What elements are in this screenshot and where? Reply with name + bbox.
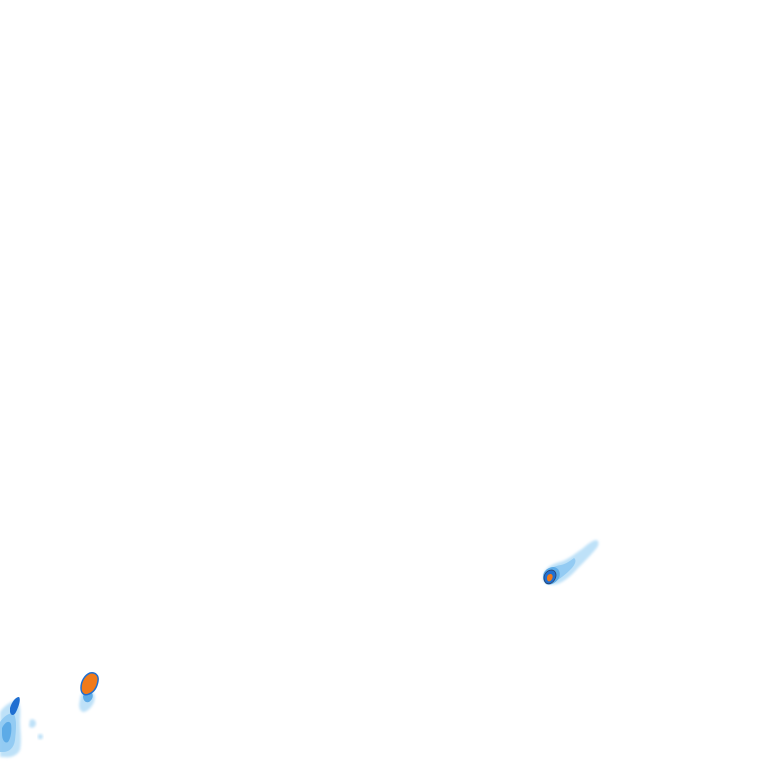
- precip-cell-southwest-edge: [0, 697, 43, 758]
- precip-core-intense: [80, 672, 99, 696]
- precip-area-light-scatter: [38, 733, 43, 740]
- precip-cell-southwest: [79, 672, 99, 712]
- precip-core-intense: [547, 574, 553, 582]
- precip-area-light-scatter: [29, 719, 36, 728]
- precip-area-moderate: [2, 721, 12, 743]
- precip-core-heavy: [10, 697, 20, 715]
- precip-cell-east: [543, 540, 599, 585]
